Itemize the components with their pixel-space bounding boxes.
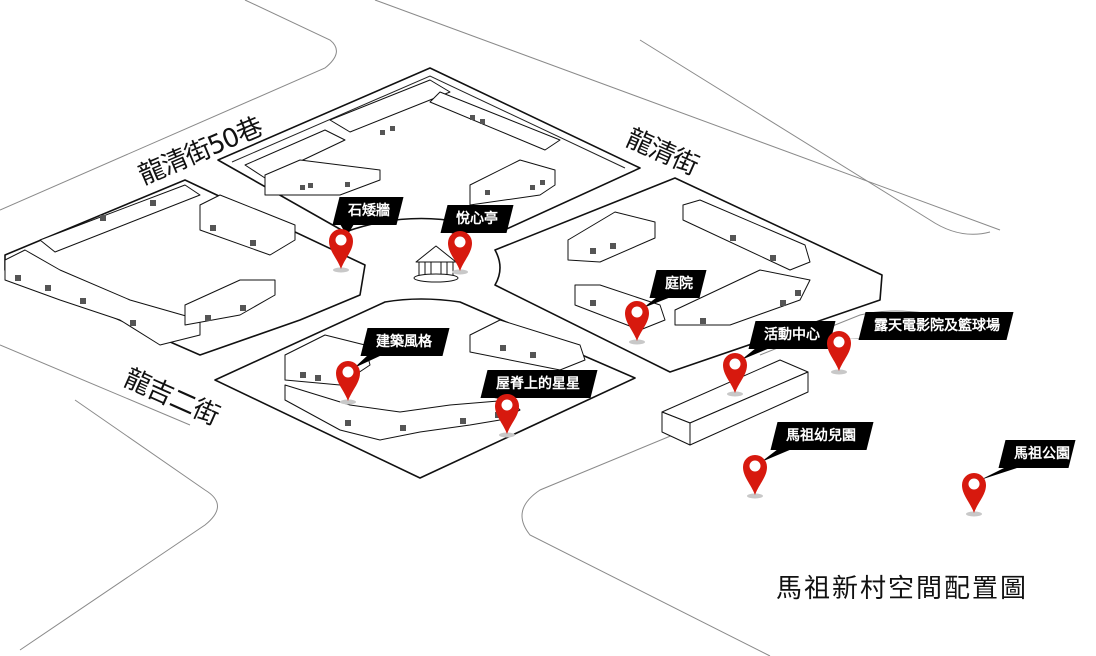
west-block	[4, 179, 366, 356]
landmark-label: 馬祖公園	[1014, 446, 1070, 462]
landmark-label: 屋脊上的星星	[496, 376, 580, 392]
south-block	[214, 298, 636, 479]
landmark-label: 悅心亭	[456, 211, 498, 227]
map-pin-icon[interactable]	[622, 298, 652, 346]
landmark-label: 建築風格	[376, 334, 432, 350]
map-pin-icon[interactable]	[326, 226, 356, 274]
road-edge	[639, 39, 991, 235]
callout-star-on-ridge[interactable]: 屋脊上的星星	[480, 370, 598, 398]
landmark-label: 露天電影院及籃球場	[874, 318, 1000, 334]
road-edge	[374, 0, 1001, 231]
pavilion-icon	[413, 245, 459, 283]
map-pin-icon[interactable]	[445, 228, 475, 276]
callout-outdoor-cinema-court[interactable]: 露天電影院及籃球場	[858, 312, 1014, 340]
callout-courtyard[interactable]: 庭院	[649, 270, 707, 298]
callout-activity-center[interactable]: 活動中心	[748, 321, 836, 349]
road-edge	[0, 0, 337, 211]
map-pin-icon[interactable]	[333, 358, 363, 406]
map-pin-icon[interactable]	[959, 470, 989, 518]
road-edge	[521, 429, 771, 656]
callout-architecture-style[interactable]: 建築風格	[360, 328, 450, 356]
map-pin-icon[interactable]	[824, 328, 854, 376]
road-edge	[0, 344, 191, 426]
map-pin-icon[interactable]	[740, 452, 770, 500]
road-lines	[0, 0, 1001, 656]
landmark-label: 石矮牆	[348, 203, 390, 219]
road-edge	[19, 399, 218, 651]
landmark-label: 庭院	[665, 276, 693, 292]
landmark-label: 活動中心	[764, 327, 820, 343]
callout-matsu-park[interactable]: 馬祖公園	[998, 440, 1082, 468]
callout-matsu-kindergarten[interactable]: 馬祖幼兒園	[770, 422, 874, 450]
callout-yuexin-pavilion[interactable]: 悅心亭	[440, 205, 514, 233]
callout-stone-low-wall[interactable]: 石矮牆	[332, 197, 404, 225]
map-pin-icon[interactable]	[492, 391, 522, 439]
map-title: 馬祖新村空間配置圖	[776, 574, 1029, 604]
landmark-label: 馬祖幼兒園	[786, 428, 856, 444]
map-pin-icon[interactable]	[720, 350, 750, 398]
north-block	[217, 67, 641, 233]
